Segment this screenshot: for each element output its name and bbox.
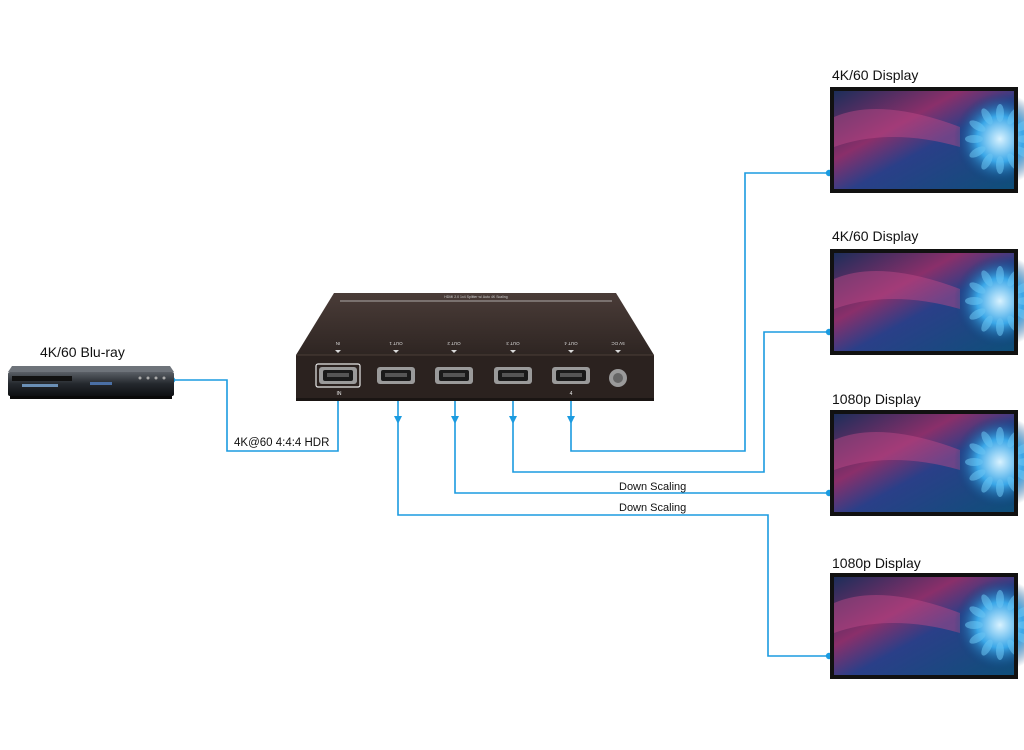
display-1 [830,87,1024,193]
hdmi-splitter-device: HDMI 2.0 1x4 Splitter w/ Auto 4K Scaling [296,293,654,401]
port-label: OUT 4 [564,341,578,346]
flower-image-icon [954,93,1024,185]
output-4-note: Down Scaling [619,502,686,514]
cable-source-to-in [172,379,339,452]
blu-ray-player [8,366,174,399]
flower-image-icon [954,255,1024,347]
port-label: 5V DC [611,341,625,346]
out4-marker: 4 [570,391,573,397]
output-3-note: Down Scaling [619,481,686,493]
cable-out1-to-display4 [397,392,829,657]
splitter-top-text: HDMI 2.0 1x4 Splitter w/ Auto 4K Scaling [444,295,507,299]
port-label: OUT 3 [506,341,520,346]
arrow-down-icon [509,416,517,424]
output-1-label: 4K/60 Display [832,67,918,83]
flower-image-icon [954,416,1024,508]
splitter-ports: IN IN OUT 1 OUT 2 OUT 3 OUT 4 4 5V DC [315,341,627,397]
port-3: OUT 2 [435,341,473,384]
port-5: OUT 4 4 [552,341,590,397]
display-2 [830,249,1024,355]
port-arrow-icon [335,350,341,353]
displays [830,87,1024,679]
port-label: OUT 1 [389,341,403,346]
arrow-down-icon [394,416,402,424]
cable-out3-to-display2 [512,331,829,473]
display-3 [830,410,1024,516]
input-signal-label: 4K@60 4:4:4 HDR [234,437,329,449]
port-1: IN IN [315,341,361,397]
input-port-highlight [315,363,361,388]
port-arrow-icon [568,350,574,353]
arrow-down-icon [567,416,575,424]
port-4: OUT 3 [494,341,532,384]
port-label: IN [336,341,341,346]
port-label: OUT 2 [447,341,461,346]
flower-image-icon [954,579,1024,671]
port-6: 5V DC [609,341,627,387]
output-2-label: 4K/60 Display [832,228,918,244]
cable-lines [168,169,833,660]
port-arrow-icon [615,350,621,353]
arrow-down-icon [451,416,459,424]
in-marker: IN [337,391,342,397]
output-3-label: 1080p Display [832,391,921,407]
cable-out4-to-display1 [570,172,829,452]
port-arrow-icon [393,350,399,353]
source-label: 4K/60 Blu-ray [40,344,125,360]
cable-out2-to-display3 [454,392,829,494]
output-4-label: 1080p Display [832,555,921,571]
port-arrow-icon [510,350,516,353]
display-4 [830,573,1024,679]
port-arrow-icon [451,350,457,353]
port-2: OUT 1 [377,341,415,384]
